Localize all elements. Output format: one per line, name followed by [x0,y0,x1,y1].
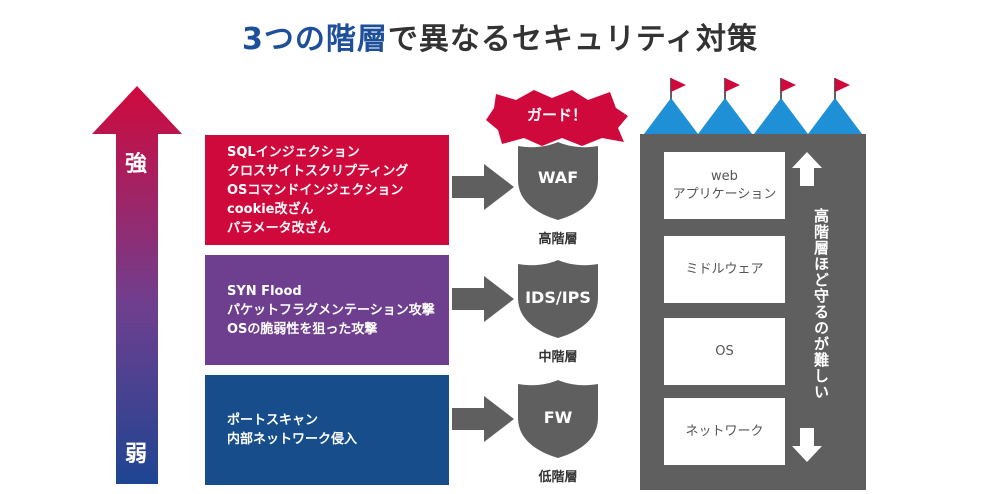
defense-label-fw: FW [543,408,573,427]
threat-item: SQLインジェクション [227,144,360,160]
threat-item: パラメータ改ざん [227,220,331,236]
castle-layer-label: ミドルウェア [685,261,764,277]
shield-icon [518,260,598,338]
threat-box-high: SQLインジェクション クロスサイトスクリプティング OSコマンドインジェクショ… [205,135,449,245]
arrow-right-icon [452,396,514,442]
flag-icon [670,78,686,104]
castle-layer-network: ネットワーク [664,398,785,465]
flag-icon [834,78,850,104]
castle-layer-os: OS [664,318,785,385]
guard-badge-label: ガード！ [526,106,587,124]
threat-item: ポートスキャン [227,413,319,428]
threat-item: SYN Flood [227,283,302,299]
threat-item: パケットフラグメンテーション攻撃 [227,302,435,318]
threat-item: 内部ネットワーク侵入 [227,432,358,447]
title-highlight: 3つの階層 [241,22,388,57]
castle-layer-label: ネットワーク [685,423,764,439]
strong-label: 強 [124,152,147,177]
difficulty-note: 高階層ほど守るのが難しい [812,208,830,400]
castle-layer-middleware: ミドルウェア [664,236,785,303]
threat-box-mid: SYN Flood パケットフラグメンテーション攻撃 OSの脆弱性を狙った攻撃 [205,255,449,365]
weak-label: 弱 [124,442,147,467]
page-title: 3つの階層で異なるセキュリティ対策 [0,14,1000,58]
title-rest: で異なるセキュリティ対策 [387,22,759,57]
castle-layer-label: OS [715,343,734,359]
level-label-high: 高階層 [538,232,578,247]
guard-burst-icon [486,90,628,146]
shield-icon [518,380,598,458]
flag-icon [724,78,740,104]
level-label-low: 低階層 [538,470,578,485]
castle-layer-label: web [711,168,738,184]
threat-item: OSコマンドインジェクション [227,182,404,198]
defense-label-waf: WAF [537,168,579,187]
threat-box-low: ポートスキャン 内部ネットワーク侵入 [205,375,449,485]
arrow-right-icon [452,276,514,322]
threat-item: クロスサイトスクリプティング [227,163,409,179]
level-label-mid: 中階層 [538,350,578,365]
shield-icon [518,142,598,220]
threat-item: cookie改ざん [227,201,314,217]
defense-label-idsips: IDS/IPS [525,288,591,307]
arrow-right-icon [452,164,514,210]
castle-layer-label: アプリケーション [672,186,777,202]
castle-layer-web: web アプリケーション [664,152,785,219]
flag-icon [780,78,796,104]
strength-arrow [92,86,182,484]
threat-item: OSの脆弱性を狙った攻撃 [227,321,378,337]
